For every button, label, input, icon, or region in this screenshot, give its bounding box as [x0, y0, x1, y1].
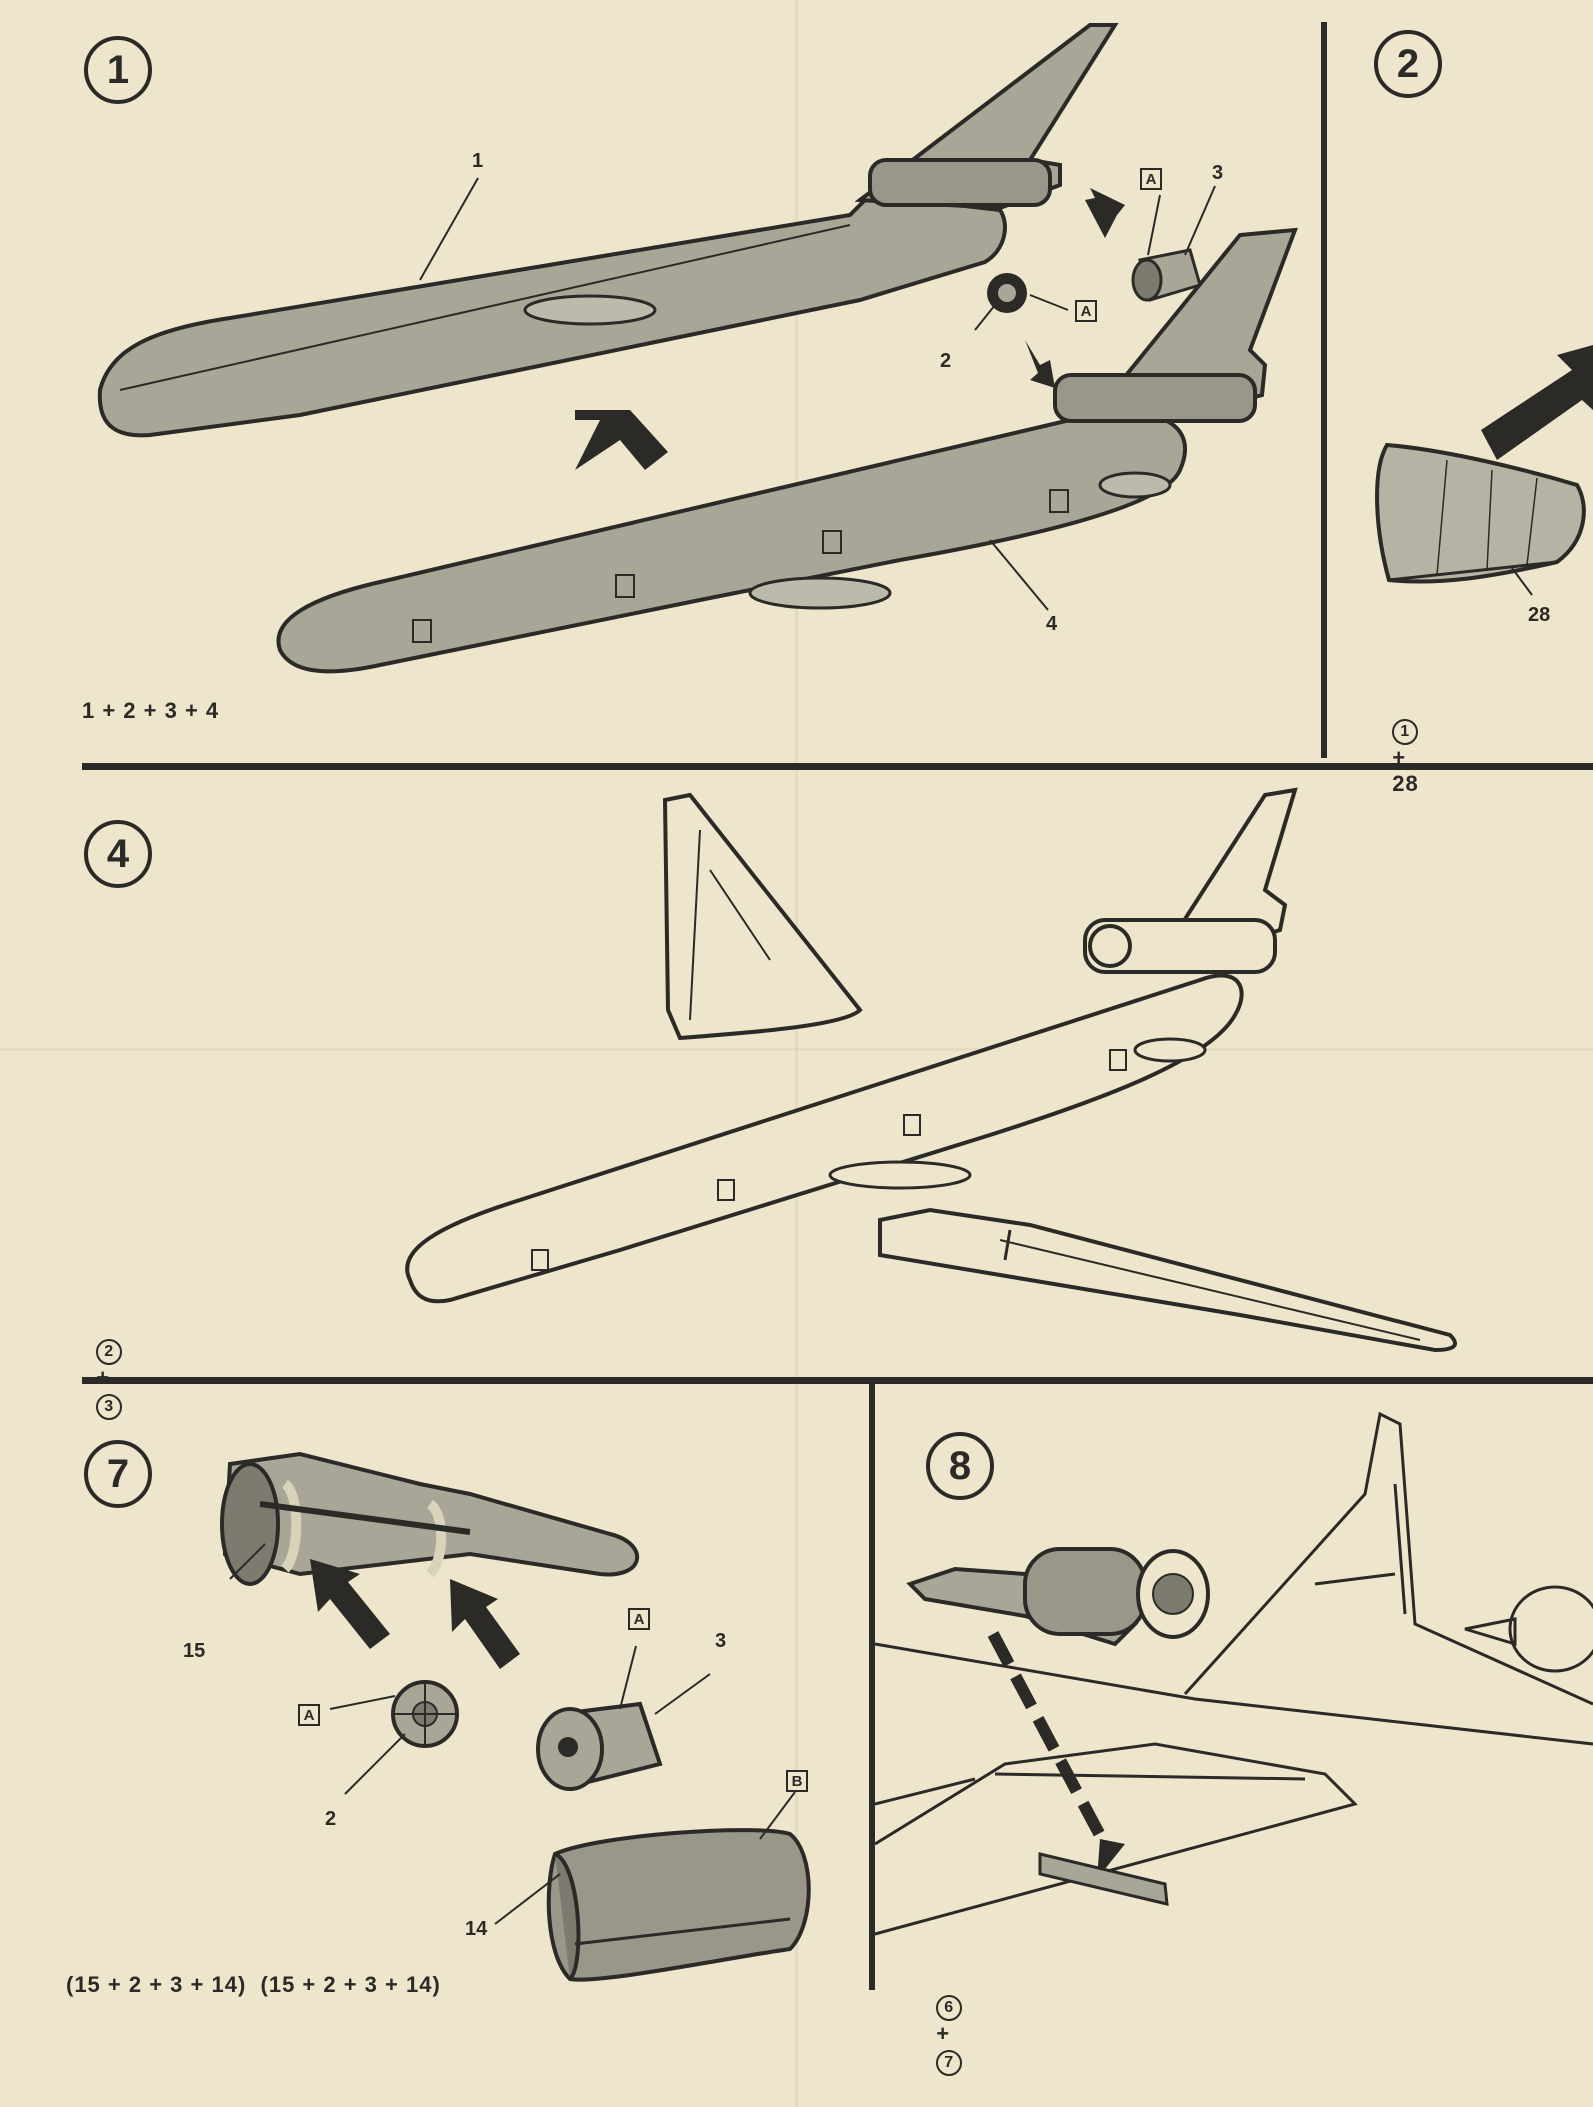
- paper-fold-vertical: [795, 0, 798, 2107]
- step-8-formula-ref-a: 6: [936, 1995, 963, 2021]
- rule-col-step2: [1321, 22, 1327, 758]
- step-4-formula-ref-a: 2: [96, 1339, 123, 1365]
- paper-fold-horizontal: [0, 1048, 1593, 1051]
- step-8-formula: 6 + 7: [922, 1966, 963, 2076]
- rule-row2: [82, 1377, 1593, 1384]
- arrow-step2: [1481, 345, 1593, 460]
- step-2-badge: 2: [1374, 30, 1442, 98]
- engine-cowling-part-14: [546, 1828, 811, 1982]
- pylon-mount: [1038, 1852, 1169, 1906]
- engine-pylon-part-6-7: [906, 1547, 1210, 1647]
- step-1-part-4-label: 4: [1046, 613, 1058, 635]
- aircraft-tail-section: [874, 1411, 1593, 1936]
- dashed-guide-arrow: [987, 1631, 1116, 1857]
- step-4-illustration: [405, 787, 1457, 1353]
- rule-col-step8: [869, 1384, 875, 1990]
- step-2-formula-plus: +: [1392, 745, 1407, 770]
- step-1-formula: 1 + 2 + 3 + 4: [82, 698, 220, 723]
- step-7-formula: (15 + 2 + 3 + 14) (15 + 2 + 3 + 14): [66, 1972, 441, 1997]
- step-4-formula-ref-b: 3: [96, 1394, 123, 1420]
- arrow-small-up: [1085, 188, 1125, 238]
- step-7-badge: 7: [84, 1440, 152, 1508]
- engine-fan-part-2: [391, 1680, 459, 1748]
- step-8-formula-plus: +: [936, 2021, 951, 2046]
- arrow-step7-left: [310, 1559, 390, 1649]
- step-2-formula-ref-1: 1: [1392, 719, 1419, 745]
- step-4-formula: 2 + 3: [82, 1310, 123, 1420]
- step-1-part-1-label: 1: [472, 150, 484, 172]
- step-7-callout-b: B: [786, 1770, 808, 1792]
- arrow-step7-right: [450, 1579, 520, 1669]
- step-1-callout-a-top: A: [1140, 168, 1162, 190]
- fuselage-right-half-part-4: [276, 227, 1298, 674]
- step-1-part-3-label: 3: [1212, 162, 1224, 184]
- step-4-badge: 4: [84, 820, 152, 888]
- arrow-big-step1: [575, 410, 668, 470]
- wing-right: [878, 1207, 1457, 1353]
- engine-nozzle-part-3: [536, 1701, 663, 1791]
- fuselage-assembled: [405, 787, 1298, 1304]
- step-1-badge: 1: [84, 36, 152, 104]
- step-7-part-15-label: 15: [183, 1640, 206, 1662]
- step-2-formula-part: 28: [1392, 771, 1419, 796]
- step-7-part-3-label: 3: [715, 1630, 727, 1652]
- fuselage-left-half-part-1: [97, 23, 1119, 438]
- step-7-part-14-label: 14: [465, 1918, 488, 1940]
- engine-pylon-part-15: [220, 1451, 639, 1586]
- step-8-badge: 8: [926, 1432, 994, 1500]
- engine-nozzle-part-3: [1131, 248, 1202, 302]
- step-1-callout-a-mid: A: [1075, 300, 1097, 322]
- step-7-illustration: [220, 1451, 811, 1982]
- step-4-formula-plus: +: [96, 1365, 111, 1390]
- step-7-part-2-label: 2: [325, 1808, 337, 1830]
- arrow-small-down: [1025, 340, 1055, 388]
- step-8-illustration: [874, 1411, 1593, 1936]
- step-7-callout-a-left: A: [298, 1704, 320, 1726]
- wing-left: [662, 792, 863, 1041]
- step-2-formula: 1 + 28: [1378, 690, 1419, 797]
- step-7-callout-a-top: A: [628, 1608, 650, 1630]
- step-2-part-28-label: 28: [1528, 604, 1551, 626]
- engine-fan-part-2: [987, 273, 1027, 313]
- rule-row1: [82, 763, 1593, 770]
- step-1-illustration: [97, 23, 1298, 674]
- step-8-formula-ref-b: 7: [936, 2050, 963, 2076]
- step-2-illustration: [1375, 345, 1593, 596]
- step-1-part-2-label: 2: [940, 350, 952, 372]
